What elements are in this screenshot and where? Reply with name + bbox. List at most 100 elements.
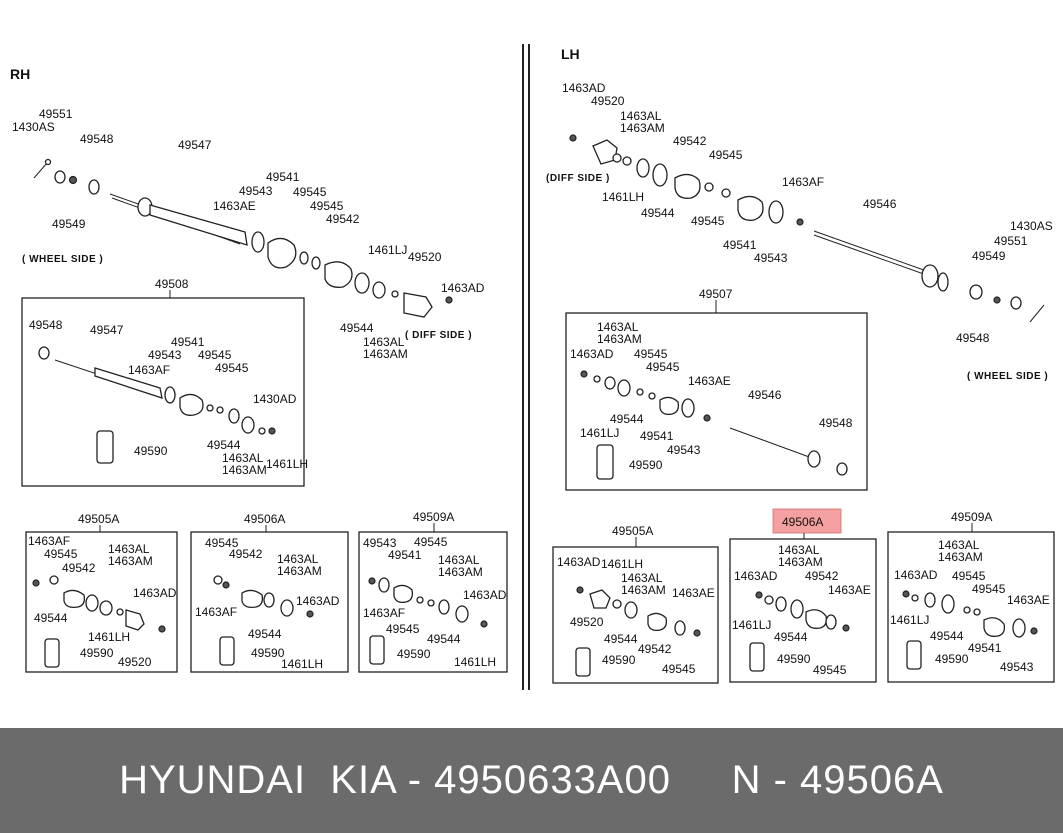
kit-box-49509a xyxy=(358,531,508,673)
part-label: 49542 xyxy=(638,642,672,656)
part-label: 49545 xyxy=(952,569,986,583)
part-label: 49546 xyxy=(863,197,897,211)
part-label: 49544 xyxy=(774,630,808,644)
lh-section: LH (DIFF SIDE ) ( WHEEL SIDE ) xyxy=(546,46,1055,684)
part-label: 49543 xyxy=(363,536,397,550)
kit-49505a-drawing xyxy=(32,575,166,668)
kit-49509a-drawing xyxy=(368,577,488,665)
part-label: 49543 xyxy=(1000,660,1034,674)
part-label: 49590 xyxy=(397,647,431,661)
part-label: 49541 xyxy=(968,641,1002,655)
part-label: 1463AM xyxy=(438,565,483,579)
part-label: 49545 xyxy=(662,662,696,676)
part-label: 1463AM xyxy=(108,554,153,568)
part-label: 49541 xyxy=(640,429,674,443)
part-label: 1463AD xyxy=(734,569,778,583)
kit-title-49509a-lh: 49509A xyxy=(951,510,992,524)
part-label: 49590 xyxy=(251,646,285,660)
part-label: 49544 xyxy=(427,632,461,646)
kit-49509a-lh-labels: 1463AL 1463AM 1463AD 49545 49545 1463AE … xyxy=(890,538,1050,674)
part-label: 1463AD xyxy=(441,281,485,295)
kit-title-49505a: 49505A xyxy=(78,512,119,526)
part-label: 49590 xyxy=(602,653,636,667)
kit-title-49506a-lh: 49506A xyxy=(782,515,823,529)
part-label: 49542 xyxy=(673,134,707,148)
kit-title-49507: 49507 xyxy=(699,287,733,301)
part-label: 49547 xyxy=(90,323,124,337)
kit-49505a-lh-drawing xyxy=(575,586,701,677)
part-label: 1463AL xyxy=(620,109,662,123)
part-label: 1461LJ xyxy=(732,618,771,632)
part-label: 49551 xyxy=(39,107,73,121)
kit-49509a-lh-drawing xyxy=(902,590,1038,670)
part-label: 49542 xyxy=(805,569,839,583)
part-label: 1463AF xyxy=(782,175,824,189)
part-label: 1463AE xyxy=(672,586,715,600)
part-label: 49542 xyxy=(62,561,96,575)
part-label: 49545 xyxy=(646,360,680,374)
part-label: 1463AM xyxy=(597,332,642,346)
kit-49505a-labels: 1463AF 49545 49542 1463AL 1463AM 1463AD … xyxy=(28,534,177,669)
part-label: 49549 xyxy=(972,249,1006,263)
part-label: 49544 xyxy=(930,629,964,643)
kit-49507-drawing xyxy=(580,370,848,480)
lh-diff-side-note: (DIFF SIDE ) xyxy=(546,173,610,184)
part-label: 1463AL xyxy=(597,320,639,334)
kit-box-49507 xyxy=(565,312,868,491)
kit-title-49505a-lh: 49505A xyxy=(612,524,653,538)
part-label: 1463AL xyxy=(621,571,663,585)
part-label: 49545 xyxy=(310,199,344,213)
kit-49508-labels: 49548 49547 49541 49543 49545 1463AF 495… xyxy=(29,318,308,477)
part-label: 49545 xyxy=(813,663,847,677)
lh-shaft-drawing xyxy=(569,134,1045,323)
part-label: 49543 xyxy=(239,184,273,198)
part-label: 1463AL xyxy=(222,451,264,465)
part-label: 49545 xyxy=(386,622,420,636)
part-label: 49543 xyxy=(148,348,182,362)
part-label: 1463AE xyxy=(213,199,256,213)
part-label: 49590 xyxy=(629,458,663,472)
kit-49508-drawing xyxy=(38,346,276,464)
rh-wheel-side-note: ( WHEEL SIDE ) xyxy=(22,254,103,265)
rh-diff-side-note: ( DIFF SIDE ) xyxy=(405,330,472,341)
footer-banner: HYUNDAI KIA - 4950633A00 N - 49506A xyxy=(0,728,1063,833)
part-label: 49590 xyxy=(935,652,969,666)
part-label: 49548 xyxy=(819,416,853,430)
part-label: 1461LH xyxy=(454,655,496,669)
part-label: 49548 xyxy=(80,132,114,146)
kit-box-49505a xyxy=(25,531,178,673)
kit-box-49505a-lh xyxy=(552,546,719,684)
part-label: 1461LJ xyxy=(580,426,619,440)
part-label: 1463AE xyxy=(828,583,871,597)
rh-main-labels: 49551 1430AS 49548 49547 49549 49541 495… xyxy=(12,107,485,361)
part-label: 1463AD xyxy=(562,81,606,95)
part-label: 1463AF xyxy=(128,363,170,377)
lh-wheel-side-note: ( WHEEL SIDE ) xyxy=(967,371,1048,382)
part-label: 1463AL xyxy=(108,542,150,556)
part-label: 49541 xyxy=(723,238,757,252)
part-label: 49546 xyxy=(748,388,782,402)
part-label: 49545 xyxy=(205,536,239,550)
kit-title-49509a: 49509A xyxy=(413,510,454,524)
part-label: 49520 xyxy=(591,94,625,108)
part-number-caption: HYUNDAI KIA - 4950633A00 N - 49506A xyxy=(119,758,944,802)
kit-box-49506a-lh xyxy=(729,538,877,683)
part-label: 49541 xyxy=(388,548,422,562)
part-label: 49543 xyxy=(667,443,701,457)
kit-49506a-labels: 49545 49542 1463AL 1463AM 1463AF 1463AD … xyxy=(195,536,340,671)
rh-label: RH xyxy=(10,66,30,82)
kit-49506a-lh-drawing xyxy=(749,591,850,672)
kit-49506a-drawing xyxy=(213,575,314,666)
part-label: 49545 xyxy=(691,214,725,228)
part-label: 1463AM xyxy=(938,550,983,564)
part-label: 1461LH xyxy=(602,190,644,204)
lh-label: LH xyxy=(561,46,580,62)
part-label: 49548 xyxy=(29,318,63,332)
part-label: 49590 xyxy=(80,646,114,660)
part-label: 1463AF xyxy=(28,534,70,548)
part-label: 49544 xyxy=(207,438,241,452)
kit-title-49508: 49508 xyxy=(155,277,189,291)
part-label: 49541 xyxy=(266,170,300,184)
kit-49506a-lh-labels: 1463AL 1463AM 1463AD 49542 1463AE 1461LJ… xyxy=(732,543,871,677)
part-label: 1461LH xyxy=(88,630,130,644)
